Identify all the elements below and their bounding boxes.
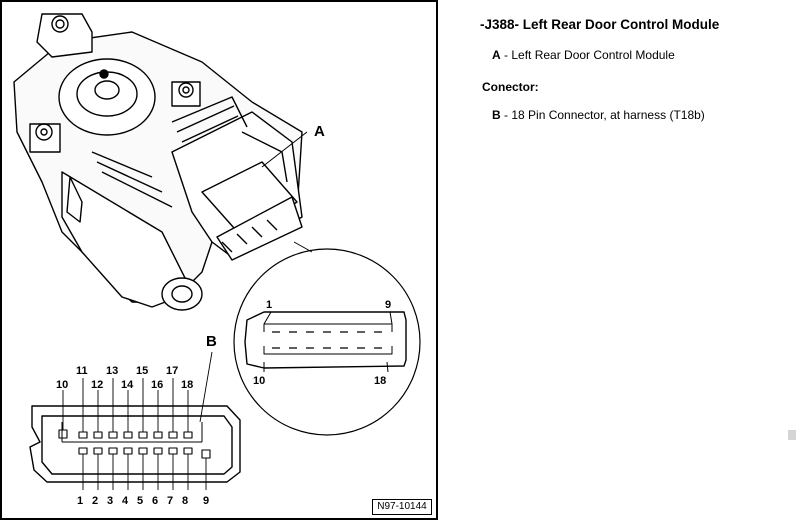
legend-text-b: 18 Pin Connector, at harness (T18b) — [511, 108, 705, 122]
legend-item-a: A - Left Rear Door Control Module — [492, 48, 762, 62]
detail-pin-18: 18 — [374, 375, 386, 387]
pin-label-15: 15 — [136, 365, 148, 377]
pin-label-8: 8 — [182, 495, 188, 507]
pin-label-1: 1 — [77, 495, 83, 507]
detail-pin-9: 9 — [385, 299, 391, 311]
label-a: A — [314, 123, 325, 140]
pin-label-14: 14 — [121, 379, 134, 391]
pin-label-13: 13 — [106, 365, 118, 377]
legend-item-b: B - 18 Pin Connector, at harness (T18b) — [492, 108, 762, 122]
legend-dash-a: - — [500, 48, 512, 62]
pin-label-12: 12 — [91, 379, 103, 391]
legend-text-a: Left Rear Door Control Module — [511, 48, 675, 62]
legend-panel: -J388- Left Rear Door Control Module A -… — [480, 16, 762, 122]
pin-label-4: 4 — [122, 495, 129, 507]
pin-label-16: 16 — [151, 379, 163, 391]
legend-key-a: A — [492, 48, 501, 62]
diagram-panel: A B 1 9 10 18 11 13 15 17 10 12 14 16 18… — [0, 0, 438, 520]
pin-label-11: 11 — [76, 365, 88, 377]
component-title: -J388- Left Rear Door Control Module — [480, 17, 720, 32]
pin-label-6: 6 — [152, 495, 158, 507]
figure-reference: N97-10144 — [372, 499, 432, 515]
pin-label-2: 2 — [92, 495, 98, 507]
pin-label-5: 5 — [137, 495, 143, 507]
detail-pin-10: 10 — [253, 375, 265, 387]
pin-label-18: 18 — [181, 379, 193, 391]
legend-key-b: B — [492, 108, 501, 122]
pin-label-7: 7 — [167, 495, 173, 507]
legend-dash-b: - — [500, 108, 512, 122]
detail-pin-1: 1 — [266, 299, 272, 311]
door-module-drawing: A B 1 9 10 18 11 13 15 17 10 12 14 16 18… — [13, 13, 421, 507]
pin-label-3: 3 — [107, 495, 113, 507]
label-b: B — [206, 333, 217, 350]
pin-label-10: 10 — [56, 379, 68, 391]
pin-label-17: 17 — [166, 365, 178, 377]
pin-label-9: 9 — [203, 495, 209, 507]
connector-heading: Conector: — [482, 80, 539, 94]
scrollbar-thumb[interactable] — [788, 430, 796, 440]
